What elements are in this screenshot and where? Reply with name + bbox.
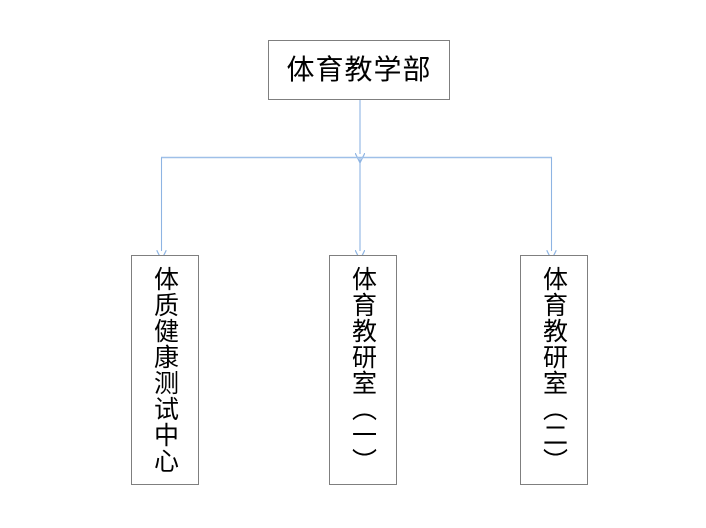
org-node-child-0-label: 体质健康测试中心 (150, 266, 180, 474)
org-node-child-1-label: 体育教研室（一） (348, 266, 378, 474)
org-node-child-2-label: 体育教研室（二） (539, 266, 569, 474)
org-node-child-2[interactable]: 体育教研室（二） (520, 255, 588, 485)
org-node-child-1[interactable]: 体育教研室（一） (329, 255, 397, 485)
org-node-child-0[interactable]: 体质健康测试中心 (131, 255, 199, 485)
org-node-root-label: 体育教学部 (286, 53, 432, 86)
org-node-root[interactable]: 体育教学部 (268, 40, 450, 100)
